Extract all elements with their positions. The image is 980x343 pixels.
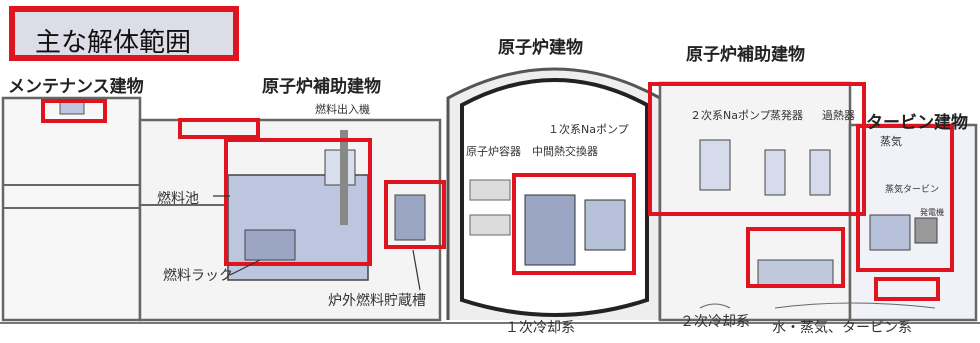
brace-secondary (699, 303, 731, 309)
label-reactor-vessel: 原子炉容器 (466, 145, 521, 158)
label-superheater: 過熱器 (822, 109, 855, 122)
generator-shape (914, 217, 938, 244)
title-box: 主な解体範囲 (9, 6, 239, 61)
dismantling-highlights (41, 82, 954, 301)
label-aux-building-left: 原子炉補助建物 (262, 77, 381, 97)
label-fuel-handling-machine: 燃料出入機 (315, 103, 370, 116)
label-primary-cooling: １次冷却系 (505, 320, 575, 336)
label-turbine-building: タービン建物 (866, 113, 968, 133)
ex-vessel-tank (394, 194, 426, 241)
fuel-handling-shaft (340, 130, 348, 225)
callout-line-ex-vessel (412, 249, 421, 291)
highlight-fuel-pool (224, 138, 372, 266)
brace-water-steam (774, 302, 936, 309)
highlight-ex-vessel-storage (384, 180, 446, 249)
water-tank-shape (757, 259, 834, 286)
callout-line-fuel-rack (229, 259, 261, 276)
label-aux-building-right: 原子炉補助建物 (686, 45, 805, 65)
label-steam: 蒸気 (880, 135, 902, 148)
label-ex-vessel-storage: 炉外燃料貯蔵槽 (328, 293, 426, 309)
reactor-floor-block (469, 214, 511, 236)
label-primary-na-pump: １次系Naポンプ (548, 123, 629, 136)
reactor-vessel-shape (524, 194, 576, 266)
highlight-fuel-handling-machine (178, 118, 260, 139)
label-generator: 発電機 (920, 208, 944, 217)
secondary-pump-shape (699, 139, 731, 191)
highlight-water-steam (746, 227, 845, 288)
evaporator-shape (764, 149, 786, 196)
highlight-condensate (874, 277, 940, 301)
superheater-shape (809, 149, 831, 196)
label-secondary-na-pump: ２次系Naポンプ (690, 109, 771, 122)
highlight-secondary-system (648, 82, 866, 216)
label-fuel-rack: 燃料ラック (163, 268, 233, 284)
reactor-floor-block (469, 179, 511, 201)
highlight-primary-system (512, 173, 636, 275)
turbine-building-outline (848, 123, 978, 322)
highlight-maintenance-crane (41, 99, 107, 123)
label-evaporator: 蒸発器 (770, 109, 803, 122)
ihx-shape (584, 199, 626, 251)
highlight-turbine (856, 124, 954, 272)
label-water-steam-turbine: 水・蒸気、タービン系 (772, 320, 912, 336)
fuel-rack-shape (244, 229, 296, 261)
label-ihx: 中間熱交換器 (532, 145, 598, 158)
steam-turbine-shape (869, 214, 911, 251)
label-fuel-pool: 燃料池 (157, 191, 199, 207)
label-steam-turbine: 蒸気タービン (885, 185, 940, 195)
label-secondary-cooling: ２次冷却系 (680, 314, 750, 330)
page-title: 主な解体範囲 (35, 28, 192, 58)
label-reactor-building: 原子炉建物 (498, 38, 583, 58)
label-maintenance-building: メンテナンス建物 (8, 77, 144, 97)
